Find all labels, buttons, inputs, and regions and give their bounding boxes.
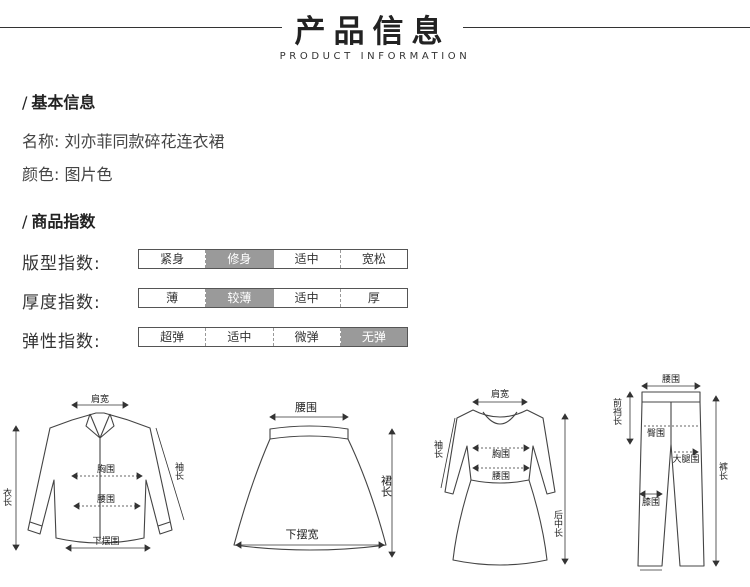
- elasticity-index-label: 弹性指数:: [22, 332, 101, 352]
- skirt-waistband: [269, 425, 349, 440]
- thickness-index-label: 厚度指数:: [22, 293, 101, 313]
- skirt-length-label: 裙长: [380, 475, 393, 497]
- skirt-waist-label: 腰围: [295, 401, 317, 414]
- basic-info-title: /基本信息: [22, 89, 95, 113]
- scale-cell: 薄: [139, 289, 207, 307]
- dress-shoulder-label: 肩宽: [491, 388, 509, 400]
- thickness-index-scale: 薄 较薄 适中 厚: [138, 288, 408, 308]
- pants-knee-label: 膝围: [642, 496, 660, 508]
- title-slash: /: [22, 212, 28, 231]
- pants-diagram: 腰围 前裆长 臀围 大腿围 膝围 裤长: [611, 374, 728, 571]
- dress-bust-label: 胸围: [492, 448, 510, 460]
- scale-cell-selected: 修身: [206, 250, 274, 268]
- shirt-waist-label: 腰围: [97, 494, 115, 505]
- scale-cell: 适中: [274, 289, 341, 307]
- product-name-line: 名称: 刘亦菲同款碎花连衣裙: [22, 128, 225, 152]
- scale-cell: 紧身: [139, 250, 207, 268]
- fit-index-scale: 紧身 修身 适中 宽松: [138, 249, 408, 269]
- shirt-bust-label: 胸围: [97, 463, 115, 475]
- scale-cell-selected: 较薄: [206, 289, 274, 307]
- dress-length-label: 后中长: [552, 510, 563, 538]
- dress-measurement-figure: 肩宽 袖长 胸围 腰围 后中长: [425, 384, 580, 579]
- shirt-length-label: 衣长: [1, 487, 12, 507]
- pants-thigh-label: 大腿围: [672, 453, 699, 465]
- shirt-sleeve-label: 袖长: [173, 461, 184, 481]
- scale-cell-selected: 无弹: [340, 328, 407, 346]
- shirt-collar: [85, 413, 115, 439]
- product-name-label: 名称:: [22, 132, 60, 151]
- shirt-body-outline: [27, 412, 173, 544]
- skirt-measurement-figure: 腰围 裙长 下摆宽: [220, 395, 410, 570]
- scale-cell: 宽松: [361, 252, 386, 266]
- shirt-cuff-left: [29, 521, 43, 527]
- header-line-right: [463, 27, 750, 28]
- dress-neckline: [482, 411, 518, 425]
- skirt-hem-label: 下摆宽: [286, 527, 319, 541]
- scale-cell: 适中: [206, 328, 274, 346]
- product-color-value: 图片色: [64, 165, 113, 184]
- scale-cell: 适中: [274, 250, 341, 268]
- section-header: 产品信息 PRODUCT INFORMATION: [0, 0, 750, 70]
- dress-body-outline: [444, 409, 556, 566]
- index-title-text: 商品指数: [31, 212, 96, 231]
- pants-waistband: [641, 391, 701, 403]
- header-line-left: [0, 27, 282, 28]
- scale-cell: 微弹: [274, 328, 341, 346]
- shirt-hem-label: 下摆围: [92, 535, 119, 547]
- skirt-body-outline: [233, 438, 387, 551]
- header-title: 产品信息: [294, 14, 451, 50]
- product-name-value: 刘亦菲同款碎花连衣裙: [64, 132, 225, 151]
- pants-measurement-figure: 腰围 前裆长 臀围 大腿围 膝围 裤长: [600, 370, 740, 580]
- title-slash: /: [22, 93, 28, 112]
- pants-waist-label: 腰围: [662, 374, 680, 385]
- shirt-measurement-figure: 肩宽 衣长 袖长 胸围 腰围 下摆围: [0, 380, 200, 580]
- dress-diagram: 肩宽 袖长 胸围 腰围 后中长: [432, 388, 569, 566]
- scale-cell: 厚: [367, 291, 380, 305]
- dress-sleeve-label: 袖长: [432, 439, 443, 459]
- product-color-line: 颜色: 图片色: [22, 161, 113, 185]
- pants-length-label: 裤长: [717, 461, 728, 481]
- header-subtitle: PRODUCT INFORMATION: [279, 51, 471, 62]
- dress-waist-seam: [470, 479, 530, 484]
- product-color-label: 颜色:: [22, 165, 60, 184]
- pants-rise-label: 前裆长: [611, 397, 622, 426]
- dress-waist-label: 腰围: [492, 471, 510, 482]
- basic-info-title-text: 基本信息: [31, 93, 96, 112]
- index-title: /商品指数: [22, 208, 95, 232]
- pants-hip-label: 臀围: [647, 428, 665, 439]
- shirt-cuff-right: [157, 521, 171, 527]
- shirt-diagram: 肩宽 衣长 袖长 胸围 腰围 下摆围: [1, 393, 185, 552]
- scale-cell: 超弹: [139, 328, 207, 346]
- skirt-diagram: 腰围 裙长 下摆宽: [233, 401, 396, 558]
- elasticity-index-scale: 超弹 适中 微弹 无弹: [138, 327, 408, 347]
- fit-index-label: 版型指数:: [22, 254, 101, 274]
- shirt-shoulder-label: 肩宽: [91, 393, 109, 405]
